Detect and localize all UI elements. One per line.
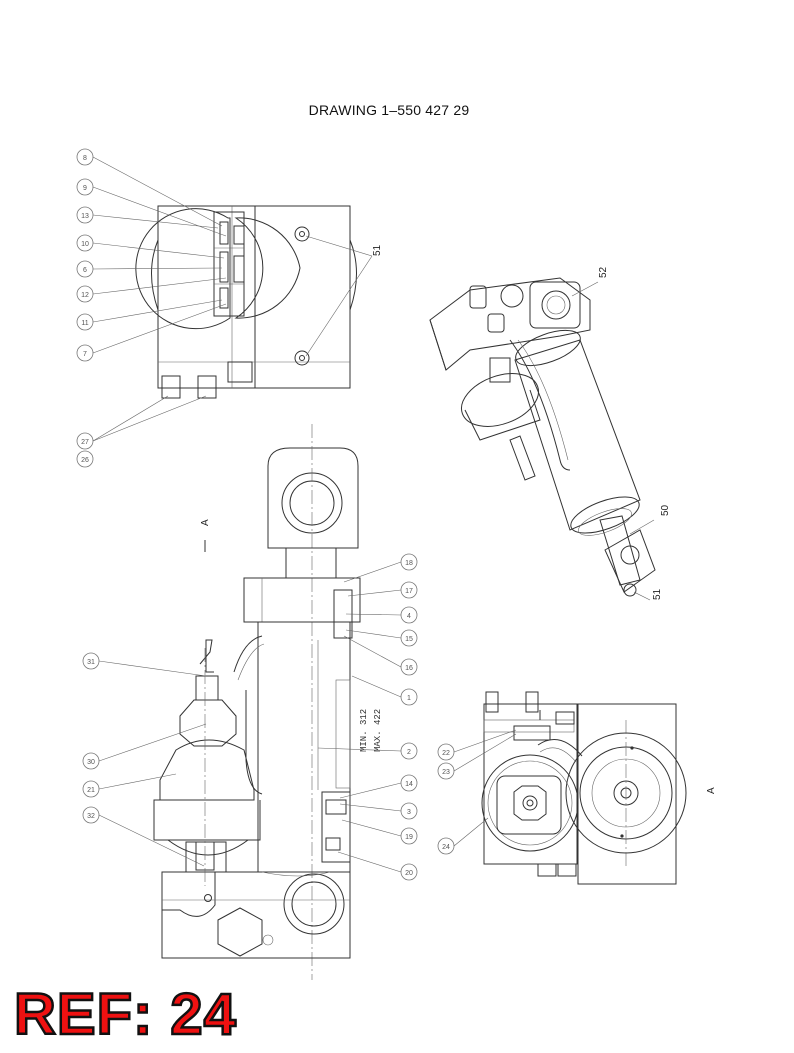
balloon-26: 26 — [76, 450, 94, 468]
stroke-annotation: MIN. 312 MAX. 422 — [359, 709, 383, 752]
svg-text:2: 2 — [407, 749, 411, 756]
balloon-14: 14 — [400, 774, 418, 792]
side-view-balloons-right: 18 17 4 15 16 1 2 14 3 19 20 — [317, 553, 418, 881]
balloon-32: 32 — [82, 806, 100, 824]
svg-text:9: 9 — [83, 185, 87, 192]
view-marker-a: A — [706, 787, 717, 794]
svg-text:21: 21 — [87, 787, 95, 794]
svg-text:22: 22 — [442, 750, 450, 757]
svg-text:30: 30 — [87, 759, 95, 766]
end-view-balloons: 22 23 24 — [437, 729, 517, 855]
balloon-22: 22 — [437, 743, 455, 761]
balloon-16: 16 — [400, 658, 418, 676]
balloon-20: 20 — [400, 863, 418, 881]
svg-text:26: 26 — [81, 457, 89, 464]
callout-51-iso: 51 — [633, 588, 663, 601]
svg-text:50: 50 — [660, 504, 671, 516]
balloon-1: 1 — [400, 688, 418, 706]
balloon-7: 7 — [76, 344, 94, 362]
balloon-10: 10 — [76, 234, 94, 252]
balloon-18: 18 — [400, 553, 418, 571]
balloon-23: 23 — [437, 762, 455, 780]
callout-52: 52 — [571, 266, 609, 297]
svg-text:14: 14 — [405, 781, 413, 788]
svg-text:16: 16 — [405, 665, 413, 672]
svg-text:31: 31 — [87, 659, 95, 666]
svg-text:12: 12 — [81, 292, 89, 299]
svg-text:23: 23 — [442, 769, 450, 776]
svg-text:1: 1 — [407, 695, 411, 702]
balloon-21: 21 — [82, 780, 100, 798]
svg-text:MIN. 312: MIN. 312 — [359, 709, 369, 752]
callout-51-top: 51 — [305, 235, 383, 357]
svg-text:4: 4 — [407, 613, 411, 620]
balloon-24: 24 — [437, 837, 455, 855]
balloon-6: 6 — [76, 260, 94, 278]
svg-text:17: 17 — [405, 588, 413, 595]
svg-text:MAX. 422: MAX. 422 — [373, 709, 383, 752]
top-section-view — [135, 205, 357, 399]
svg-text:18: 18 — [405, 560, 413, 567]
callout-50: 50 — [629, 504, 671, 535]
balloon-15: 15 — [400, 629, 418, 647]
balloon-27: 27 — [76, 432, 94, 450]
balloon-11: 11 — [76, 313, 94, 331]
balloon-17: 17 — [400, 581, 418, 599]
svg-text:3: 3 — [407, 809, 411, 816]
side-view — [153, 424, 361, 980]
svg-text:51: 51 — [372, 244, 383, 256]
balloon-12: 12 — [76, 285, 94, 303]
balloon-8: 8 — [76, 148, 94, 166]
svg-text:13: 13 — [81, 213, 89, 220]
svg-text:32: 32 — [87, 813, 95, 820]
svg-text:19: 19 — [405, 834, 413, 841]
svg-text:7: 7 — [83, 351, 87, 358]
svg-text:52: 52 — [598, 266, 609, 278]
svg-text:11: 11 — [81, 320, 88, 327]
svg-text:8: 8 — [83, 155, 87, 162]
balloon-13: 13 — [76, 206, 94, 224]
balloon-19: 19 — [400, 827, 418, 845]
page-title: DRAWING 1–550 427 29 — [308, 102, 470, 118]
section-marker-a: A — [200, 519, 211, 552]
svg-text:20: 20 — [405, 870, 413, 877]
balloon-31: 31 — [82, 652, 100, 670]
balloon-4: 4 — [400, 606, 418, 624]
svg-text:51: 51 — [652, 588, 663, 600]
balloon-3: 3 — [400, 802, 418, 820]
svg-text:10: 10 — [81, 241, 89, 248]
svg-text:27: 27 — [81, 439, 89, 446]
end-view — [481, 691, 687, 885]
svg-text:A: A — [200, 519, 211, 526]
svg-text:6: 6 — [83, 267, 87, 274]
balloon-30: 30 — [82, 752, 100, 770]
isometric-view — [429, 277, 656, 597]
ref-stamp: REF: 24 — [13, 982, 237, 1047]
top-view-balloon-group: 8 9 13 10 6 12 11 7 26 27 — [76, 148, 227, 468]
svg-text:A: A — [706, 787, 717, 794]
balloon-9: 9 — [76, 178, 94, 196]
svg-text:15: 15 — [405, 636, 413, 643]
svg-text:24: 24 — [442, 844, 450, 851]
balloon-2: 2 — [400, 742, 418, 760]
side-view-balloons-left: 31 30 21 32 — [82, 652, 207, 867]
